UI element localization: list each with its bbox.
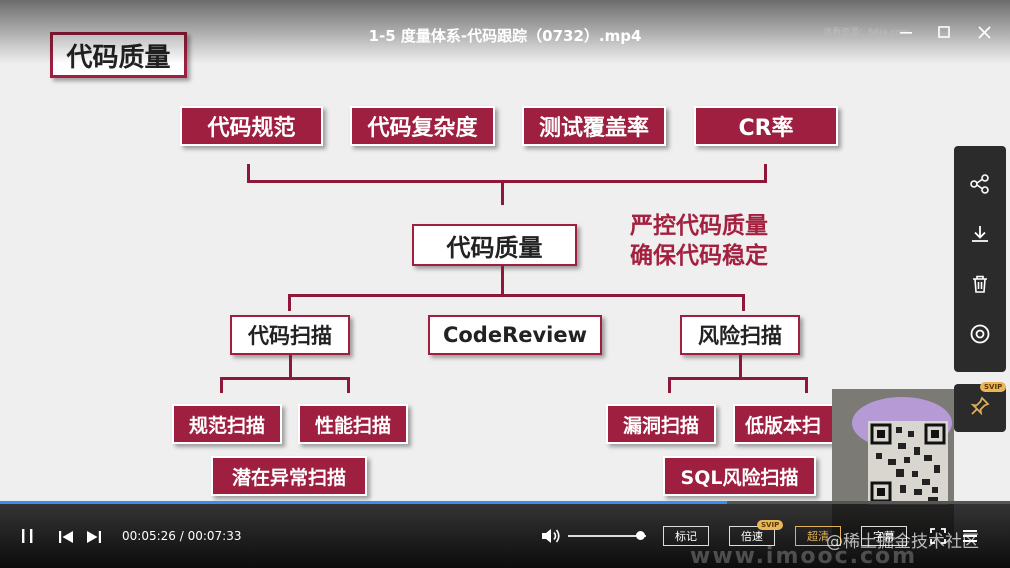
connector [501,183,504,205]
connector [288,294,291,311]
source-watermark: 请看资源：66ja.com [823,28,910,38]
connector [668,377,808,380]
time-display: 00:05:26 / 00:07:33 [122,529,241,543]
side-action-panel [954,146,1006,372]
connector [247,164,250,183]
quality-button[interactable]: 超清 [795,526,841,546]
trash-icon[interactable] [954,260,1006,308]
branch-code-scan: 代码扫描 [230,315,350,355]
connector [347,377,350,393]
volume-knob[interactable] [635,531,645,540]
pin-icon [969,395,991,421]
metric-code-standard: 代码规范 [180,106,323,146]
center-node: 代码质量 [412,224,577,266]
control-bar: www.imooc.com 00:05:26 / 00:07:33 标记 倍速 … [0,504,1010,568]
connector [220,377,350,380]
pin-svip-badge: SVIP [980,382,1007,392]
time-separator: / [175,529,188,543]
item-sql-risk-scan: SQL风险扫描 [663,456,816,496]
connector [288,294,745,297]
speed-svip-badge: SVIP [757,520,784,530]
branch-risk-scan: 风险扫描 [680,315,800,355]
video-title: 1-5 度量体系-代码跟踪（0732）.mp4 [368,27,642,45]
maximize-icon[interactable] [931,19,957,45]
pause-icon[interactable] [21,528,35,548]
connector [805,377,808,393]
item-potential-exception-scan: 潜在异常扫描 [211,456,367,496]
connector [668,377,671,393]
item-low-version-scan: 低版本扫 [733,404,843,444]
item-standard-scan: 规范扫描 [172,404,282,444]
progress-fill [0,501,728,504]
metric-test-coverage: 测试覆盖率 [522,106,666,146]
connector [247,180,767,183]
site-watermark: www.imooc.com [690,544,918,568]
connector [289,355,292,379]
connector [739,355,742,379]
title-bar: 1-5 度量体系-代码跟踪（0732）.mp4 请看资源：66ja.com [0,0,1010,64]
target-icon[interactable] [954,310,1006,358]
caption-line-2: 确保代码稳定 [630,243,768,269]
connector [501,266,504,296]
caption-line-1: 严控代码质量 [630,213,768,239]
connector [764,164,767,183]
subtitles-button[interactable]: 字幕 [861,526,907,546]
item-performance-scan: 性能扫描 [298,404,408,444]
metric-code-complexity: 代码复杂度 [350,106,495,146]
fullscreen-icon[interactable] [930,528,946,548]
connector [742,294,745,311]
speed-button[interactable]: 倍速 [729,526,775,546]
metric-cr-rate: CR率 [694,106,838,146]
volume-slider[interactable] [568,535,646,537]
minimize-icon[interactable] [893,19,919,45]
branch-code-review: CodeReview [428,315,602,355]
current-time: 00:05:26 [122,529,176,543]
close-icon[interactable] [971,19,997,45]
share-icon[interactable] [954,160,1006,208]
video-frame[interactable]: 代码质量 代码规范 代码复杂度 测试覆盖率 CR率 代码质量 严控代码质量 确保… [0,0,1010,500]
pin-button[interactable]: SVIP [954,382,1007,432]
qr-code-icon [868,421,948,505]
playlist-icon[interactable] [962,528,978,548]
download-icon[interactable] [954,210,1006,258]
item-vulnerability-scan: 漏洞扫描 [606,404,716,444]
previous-icon[interactable] [58,529,74,548]
brand-watermark: @稀土掘金技术社区 [826,532,979,552]
volume-icon[interactable] [540,527,562,549]
mark-button[interactable]: 标记 [663,526,709,546]
progress-bar[interactable] [0,501,1010,504]
speed-label: 倍速 [741,530,763,543]
next-icon[interactable] [86,529,102,548]
total-time: 00:07:33 [187,529,242,543]
connector [220,377,223,393]
